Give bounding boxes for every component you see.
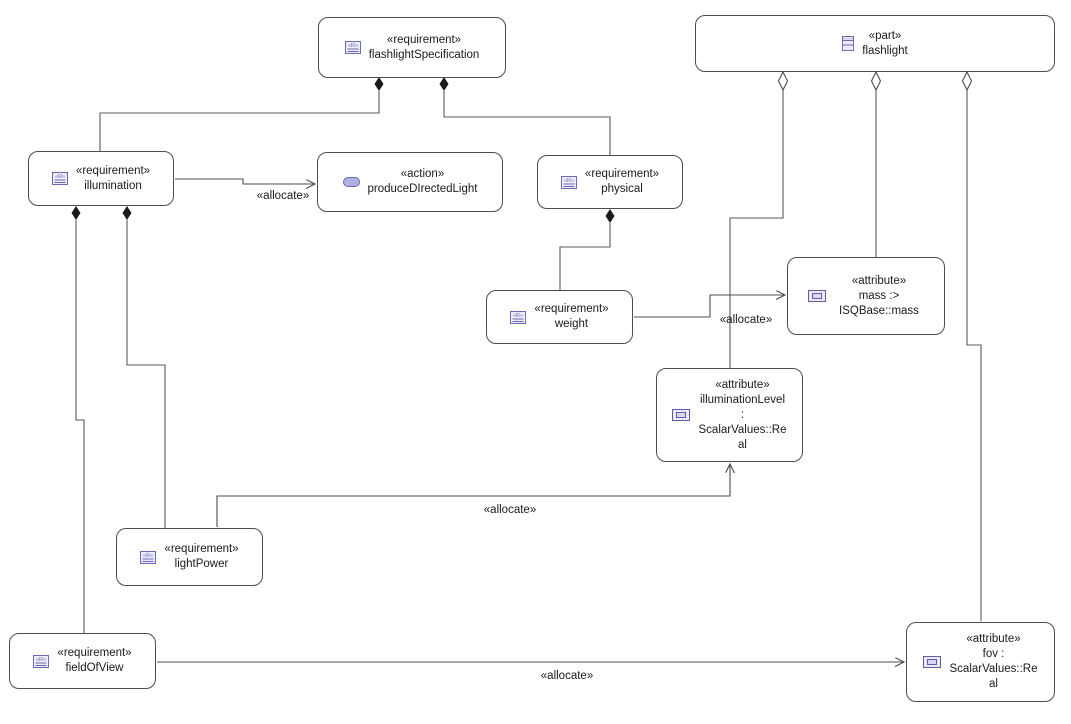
attribute-icon [922, 656, 941, 668]
node-name: mass :> ISQBase::mass [839, 289, 919, 317]
edge-spec-physical[interactable] [443, 91, 611, 155]
node-name: weight [554, 318, 589, 330]
node-stereotype: «requirement» [164, 543, 239, 555]
node-name: lightPower [174, 558, 229, 570]
allocate-label-lightpower-illuminationlevel: «allocate» [483, 504, 537, 516]
requirement-icon: «R» [560, 175, 577, 189]
allocate-label-weight-mass: «allocate» [719, 314, 773, 326]
svg-text:«R»: «R» [513, 312, 523, 318]
requirement-icon: «R» [140, 550, 157, 564]
composition-diamond [605, 209, 615, 223]
edge-illumination-lightpower[interactable] [126, 220, 166, 528]
node-illuminationLevel[interactable]: «attribute» illuminationLevel : ScalarVa… [656, 368, 803, 462]
node-name: fov : ScalarValues::Real [949, 648, 1038, 690]
node-flashlightSpecification[interactable]: «R» «requirement» flashlightSpecificatio… [318, 17, 506, 78]
requirement-icon: «R» [510, 310, 527, 324]
composition-diamond [71, 206, 81, 220]
composition-diamond [122, 206, 132, 220]
composition-diamond [374, 77, 384, 91]
node-name: flashlight [862, 44, 908, 57]
composition-diamond [439, 77, 449, 91]
node-name: illumination [84, 179, 142, 192]
requirement-icon: «R» [33, 654, 50, 668]
node-produceDIrectedLight[interactable]: «action» produceDIrectedLight [317, 152, 503, 212]
node-stereotype: «requirement» [534, 303, 609, 315]
requirement-icon: «R» [51, 172, 68, 185]
svg-text:«R»: «R» [55, 174, 65, 180]
aggregation-diamond [870, 70, 882, 92]
aggregation-diamond [961, 70, 973, 92]
allocate-label-fieldofview-fov: «allocate» [540, 670, 594, 682]
attribute-icon [671, 409, 690, 421]
node-name: physical [601, 183, 643, 195]
edge-allocate-weight-mass[interactable] [634, 295, 785, 318]
node-lightPower[interactable]: «R» «requirement» lightPower [116, 528, 263, 586]
edge-illumination-fieldofview[interactable] [75, 220, 85, 633]
node-stereotype: «requirement» [584, 168, 660, 180]
node-mass[interactable]: «attribute» mass :> ISQBase::mass [787, 257, 945, 335]
action-icon [342, 177, 360, 187]
requirement-icon: «R» [344, 41, 361, 54]
edge-spec-illumination[interactable] [99, 91, 380, 151]
node-stereotype: «requirement» [386, 33, 462, 46]
edge-physical-weight[interactable] [559, 223, 611, 290]
node-weight[interactable]: «R» «requirement» weight [486, 290, 633, 344]
node-flashlight[interactable]: «part» flashlight [695, 15, 1055, 72]
edge-flashlight-illuminationlevel[interactable] [729, 90, 784, 368]
node-stereotype: «requirement» [57, 647, 132, 659]
edge-allocate-illumination-action[interactable] [175, 178, 315, 184]
svg-text:«R»: «R» [143, 552, 153, 558]
edge-allocate-lightpower-illuminationlevel[interactable] [216, 464, 730, 527]
node-fov[interactable]: «attribute» fov : ScalarValues::Real [906, 622, 1055, 702]
node-name: illuminationLevel : ScalarValues::Real [698, 393, 787, 451]
svg-text:«R»: «R» [564, 177, 574, 183]
part-icon [842, 36, 855, 51]
aggregation-diamond [777, 70, 789, 92]
edge-flashlight-fov[interactable] [966, 90, 982, 621]
node-name: produceDIrectedLight [367, 183, 478, 195]
node-stereotype: «attribute» [966, 633, 1021, 645]
node-stereotype: «part» [868, 29, 902, 42]
node-stereotype: «attribute» [715, 378, 770, 391]
node-stereotype: «action» [400, 168, 445, 180]
node-illumination[interactable]: «R» «requirement» illumination [28, 151, 174, 206]
svg-text:«R»: «R» [36, 656, 46, 662]
node-name: fieldOfView [65, 662, 124, 674]
node-stereotype: «requirement» [75, 164, 151, 177]
svg-text:«R»: «R» [348, 43, 358, 49]
node-stereotype: «attribute» [851, 274, 907, 287]
allocate-label-illumination-action: «allocate» [256, 190, 310, 202]
node-name: flashlightSpecification [368, 48, 480, 61]
attribute-icon [808, 290, 826, 302]
node-fieldOfView[interactable]: «R» «requirement» fieldOfView [9, 633, 156, 689]
node-physical[interactable]: «R» «requirement» physical [537, 155, 683, 209]
